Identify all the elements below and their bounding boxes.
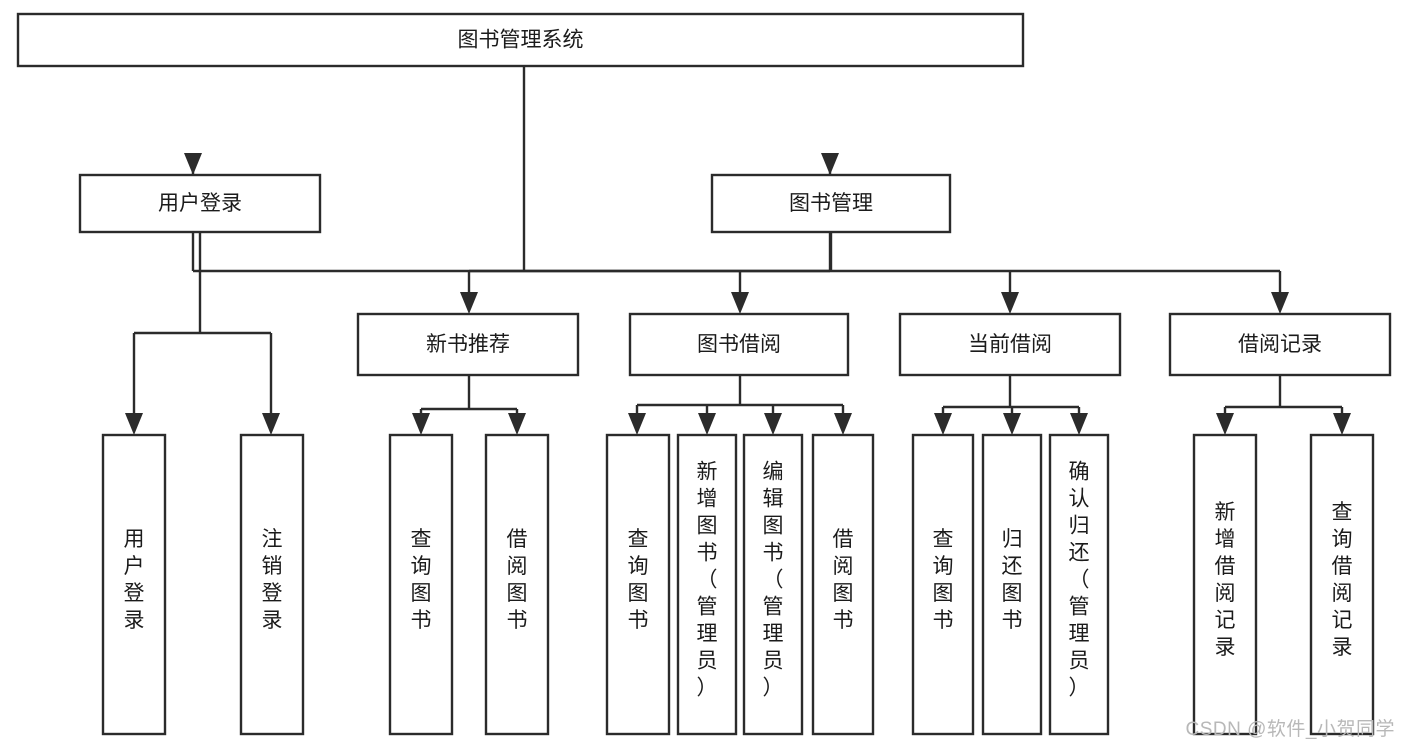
node-box-rect[interactable] [239, 433, 305, 736]
node-box-rect[interactable] [78, 173, 322, 234]
arrow-head-icon [460, 292, 478, 314]
arrow-head-icon [628, 413, 646, 435]
arrow-head-icon [764, 413, 782, 435]
arrow-head-icon [508, 413, 526, 435]
connector-group-records [1216, 375, 1351, 435]
node-leaf-13[interactable]: 查询借阅记录 [1309, 433, 1375, 736]
node-box-rect[interactable] [676, 433, 738, 736]
node-label: 新增图书（管理员） [697, 461, 718, 700]
node-box-rect[interactable] [981, 433, 1043, 736]
node-borrow[interactable]: 图书借阅 [628, 312, 850, 377]
node-box-rect[interactable] [101, 433, 167, 736]
node-label: 图书借阅 [697, 333, 781, 356]
node-label: 用户登录 [124, 528, 145, 632]
node-label: 新书推荐 [426, 333, 510, 356]
connector-lines [125, 66, 1351, 435]
node-leaf-8[interactable]: 借阅图书 [811, 433, 875, 736]
arrow-head-icon [1001, 292, 1019, 314]
arrow-head-icon [821, 153, 839, 175]
node-label: 编辑图书（管理员） [763, 461, 784, 700]
node-label: 当前借阅 [968, 333, 1052, 356]
arrow-head-icon [698, 413, 716, 435]
arrow-head-icon [262, 413, 280, 435]
node-box-rect[interactable] [742, 433, 804, 736]
arrow-head-icon [1271, 292, 1289, 314]
node-boxes: 图书管理系统用户登录图书管理新书推荐图书借阅当前借阅借阅记录用户登录注销登录查询… [16, 12, 1392, 736]
node-leaf-3[interactable]: 查询图书 [388, 433, 454, 736]
node-box-rect[interactable] [16, 12, 1025, 68]
node-login[interactable]: 用户登录 [78, 173, 322, 234]
node-label: 查询图书 [628, 528, 649, 632]
node-leaf-11[interactable]: 确认归还（管理员） [1048, 433, 1110, 736]
arrow-head-icon [731, 292, 749, 314]
node-box-rect[interactable] [1168, 312, 1392, 377]
node-label: 新增借阅记录 [1215, 501, 1236, 659]
node-newbook[interactable]: 新书推荐 [356, 312, 580, 377]
connector-group-login [125, 232, 280, 435]
connector-group-bookmgmt [460, 232, 1289, 314]
node-leaf-2[interactable]: 注销登录 [239, 433, 305, 736]
node-label: 查询图书 [411, 528, 432, 632]
arrow-head-icon [834, 413, 852, 435]
node-root[interactable]: 图书管理系统 [16, 12, 1025, 68]
connector-group-borrow [628, 375, 852, 435]
arrow-head-icon [125, 413, 143, 435]
node-box-rect[interactable] [388, 433, 454, 736]
node-leaf-5[interactable]: 查询图书 [605, 433, 671, 736]
node-label: 确认归还（管理员） [1069, 461, 1090, 700]
node-label: 图书管理 [789, 192, 873, 215]
node-leaf-6[interactable]: 新增图书（管理员） [676, 433, 738, 736]
node-box-rect[interactable] [484, 433, 550, 736]
node-box-rect[interactable] [1048, 433, 1110, 736]
node-label: 归还图书 [1002, 528, 1023, 632]
arrow-head-icon [1070, 413, 1088, 435]
node-bookmgmt[interactable]: 图书管理 [710, 173, 952, 234]
node-box-rect[interactable] [811, 433, 875, 736]
node-label: 借阅图书 [833, 528, 854, 632]
node-box-rect[interactable] [1309, 433, 1375, 736]
node-leaf-1[interactable]: 用户登录 [101, 433, 167, 736]
node-box-rect[interactable] [710, 173, 952, 234]
arrow-head-icon [184, 153, 202, 175]
node-label: 图书管理系统 [458, 29, 584, 52]
node-leaf-7[interactable]: 编辑图书（管理员） [742, 433, 804, 736]
arrow-head-icon [412, 413, 430, 435]
node-box-rect[interactable] [605, 433, 671, 736]
node-leaf-4[interactable]: 借阅图书 [484, 433, 550, 736]
node-box-rect[interactable] [628, 312, 850, 377]
node-box-rect[interactable] [1192, 433, 1258, 736]
node-current[interactable]: 当前借阅 [898, 312, 1122, 377]
connector-group-newbook [412, 375, 526, 435]
arrow-head-icon [1333, 413, 1351, 435]
node-leaf-10[interactable]: 归还图书 [981, 433, 1043, 736]
arrow-head-icon [1216, 413, 1234, 435]
connector-group-root [184, 66, 839, 273]
node-records[interactable]: 借阅记录 [1168, 312, 1392, 377]
node-label: 查询图书 [933, 528, 954, 632]
arrow-head-icon [934, 413, 952, 435]
node-label: 借阅记录 [1238, 333, 1322, 356]
node-leaf-12[interactable]: 新增借阅记录 [1192, 433, 1258, 736]
node-leaf-9[interactable]: 查询图书 [911, 433, 975, 736]
arrow-head-icon [1003, 413, 1021, 435]
node-box-rect[interactable] [356, 312, 580, 377]
connector-group-current [934, 375, 1088, 435]
node-label: 借阅图书 [507, 528, 528, 632]
node-box-rect[interactable] [898, 312, 1122, 377]
node-label: 注销登录 [262, 528, 283, 632]
node-label: 用户登录 [158, 192, 242, 215]
node-box-rect[interactable] [911, 433, 975, 736]
node-label: 查询借阅记录 [1332, 501, 1353, 659]
